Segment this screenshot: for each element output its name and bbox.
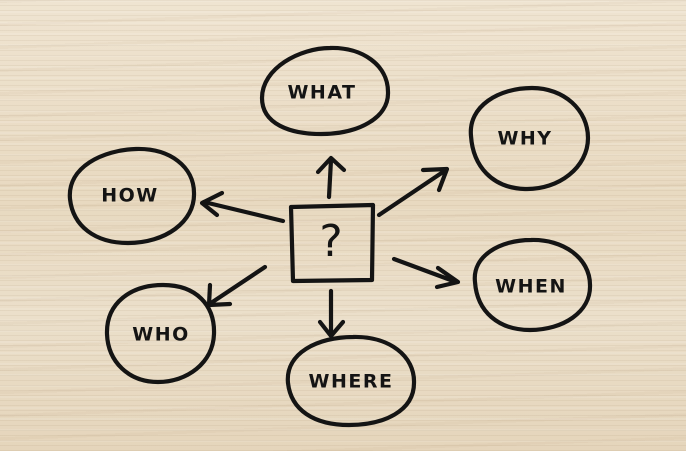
arrow-to-where xyxy=(317,288,346,339)
question-mark: ? xyxy=(319,216,342,267)
arrow-to-why xyxy=(376,166,450,218)
center-node: ? xyxy=(288,202,376,284)
label-when: WHEN xyxy=(495,276,567,298)
node-where: WHERE xyxy=(285,334,417,428)
label-who: WHO xyxy=(132,324,190,346)
node-why: WHY xyxy=(468,85,591,192)
arrow-to-who xyxy=(206,264,268,308)
node-who: WHO xyxy=(104,282,217,385)
arrow-to-when xyxy=(391,256,461,290)
arrow-to-what xyxy=(315,155,347,200)
node-how: HOW xyxy=(67,146,197,246)
label-how: HOW xyxy=(101,185,159,207)
label-what: WHAT xyxy=(287,82,356,104)
label-why: WHY xyxy=(497,128,552,150)
label-where: WHERE xyxy=(309,371,394,393)
node-when: WHEN xyxy=(472,237,593,333)
arrow-to-how xyxy=(199,190,286,224)
node-what: WHAT xyxy=(259,45,391,137)
